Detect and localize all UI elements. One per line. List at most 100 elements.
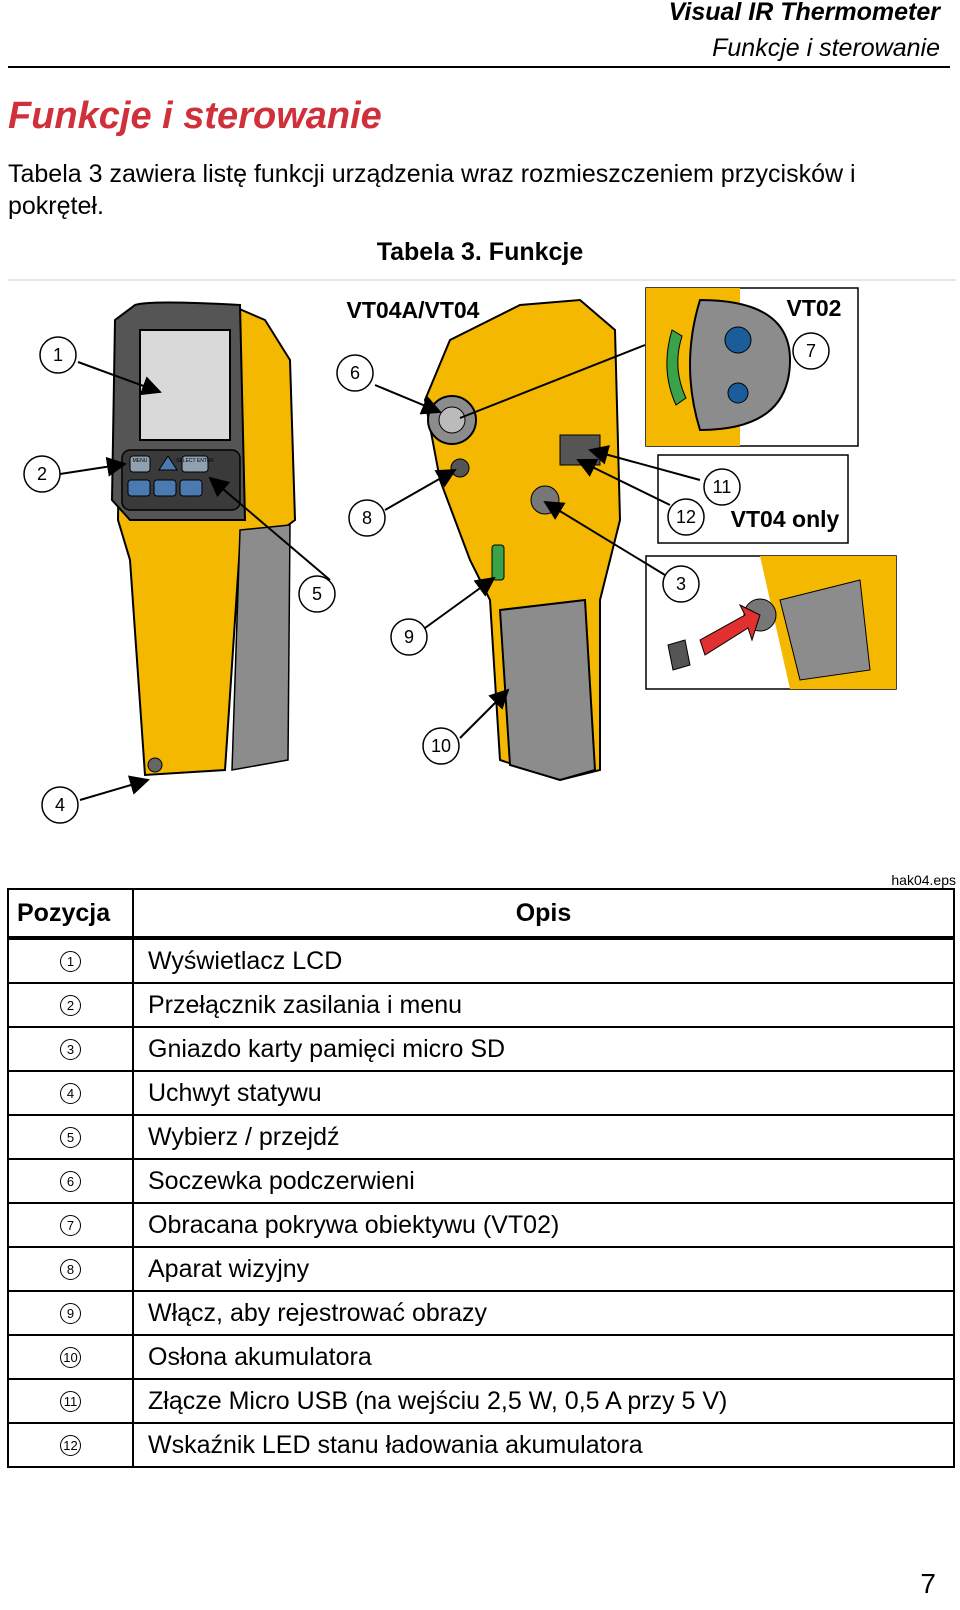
select-button <box>181 455 209 473</box>
column-header-description: Opis <box>132 888 955 940</box>
table-header-row: Pozycja Opis <box>7 888 955 940</box>
description-cell: Aparat wizyjny <box>132 1246 955 1292</box>
table-row: 5 Wybierz / przejdź <box>7 1114 955 1160</box>
table-row: 2 Przełącznik zasilania i menu <box>7 982 955 1028</box>
table-row: 10 Osłona akumulatora <box>7 1334 955 1380</box>
table-row: 6 Soczewka podczerwieni <box>7 1158 955 1204</box>
callout-4-label: 4 <box>55 795 65 815</box>
rotating-lens-cover <box>689 298 792 432</box>
callout-5: 5 <box>298 575 336 613</box>
lens-blue-top <box>724 326 752 354</box>
position-number-badge: 7 <box>60 1215 81 1237</box>
column-header-position: Pozycja <box>7 888 134 940</box>
position-cell: 2 <box>7 982 134 1028</box>
position-number-badge: 10 <box>60 1347 81 1369</box>
sd-slot-cap <box>530 485 560 515</box>
description-cell: Soczewka podczerwieni <box>132 1158 955 1204</box>
insert-arrow <box>699 603 761 656</box>
features-table: Pozycja Opis 1 Wyświetlacz LCD 2 Przełączni… <box>7 888 955 1468</box>
vt04-only-label: VT04 only <box>731 506 840 532</box>
select-button-label: SELECT ENTER <box>176 458 214 464</box>
up-button <box>158 455 178 471</box>
position-number-badge: 1 <box>60 951 81 973</box>
description-cell: Osłona akumulatora <box>132 1334 955 1380</box>
callout-1: 1 <box>39 336 77 374</box>
callout-6-label: 6 <box>350 363 360 383</box>
position-cell: 7 <box>7 1202 134 1248</box>
figure-filename: hak04.eps <box>891 872 956 888</box>
position-cell: 1 <box>7 937 134 984</box>
callout-5-label: 5 <box>312 584 322 604</box>
header-divider <box>8 66 950 68</box>
intro-paragraph: Tabela 3 zawiera listę funkcji urządzeni… <box>8 160 856 220</box>
position-number-badge: 5 <box>60 1127 81 1149</box>
menu-button <box>129 455 151 473</box>
callout-12-label: 12 <box>676 507 696 527</box>
callout-9-label: 9 <box>404 627 414 647</box>
position-cell: 12 <box>7 1422 134 1468</box>
header-title: Visual IR Thermometer <box>668 0 940 26</box>
table-row: 4 Uchwyt statywu <box>7 1070 955 1116</box>
description-cell: Złącze Micro USB (na wejściu 2,5 W, 0,5 … <box>132 1378 955 1424</box>
description-cell: Wskaźnik LED stanu ładowania akumulatora <box>132 1422 955 1468</box>
device-front-view: MENU SELECT ENTER <box>110 301 297 777</box>
description-cell: Przełącznik zasilania i menu <box>132 982 955 1028</box>
position-number-badge: 2 <box>60 995 81 1017</box>
description-cell: Włącz, aby rejestrować obrazy <box>132 1290 955 1336</box>
callout-3: 3 <box>662 565 700 603</box>
table-caption: Tabela 3. Funkcje <box>376 238 584 266</box>
callout-9: 9 <box>390 618 428 656</box>
callout-3-label: 3 <box>676 574 686 594</box>
callout-2-label: 2 <box>37 464 47 484</box>
position-number-badge: 3 <box>60 1039 81 1061</box>
callout-6: 6 <box>336 354 374 392</box>
lcd-screen <box>139 329 231 441</box>
position-cell: 10 <box>7 1334 134 1380</box>
table-row: 12 Wskaźnik LED stanu ładowania akumulato… <box>7 1422 955 1468</box>
position-cell: 8 <box>7 1246 134 1292</box>
table-body: 1 Wyświetlacz LCD 2 Przełącznik zasilania i… <box>7 937 955 1468</box>
battery-cover <box>498 598 597 782</box>
position-number-badge: 4 <box>60 1083 81 1105</box>
tripod-mount <box>147 757 163 773</box>
callout-leaders <box>59 344 701 801</box>
callout-7: 7 <box>792 332 830 370</box>
position-number-badge: 12 <box>60 1435 81 1457</box>
table-row: 3 Gniazdo karty pamięci micro SD <box>7 1026 955 1072</box>
down-button <box>153 479 177 497</box>
callout-numbers: 1 2 3 4 5 6 7 8 9 10 11 12 <box>23 332 830 824</box>
callout-8: 8 <box>348 499 386 537</box>
description-cell: Uchwyt statywu <box>132 1070 955 1116</box>
position-cell: 5 <box>7 1114 134 1160</box>
position-number-badge: 9 <box>60 1303 81 1325</box>
header-subtitle: Funkcje i sterowanie <box>712 34 940 62</box>
position-cell: 9 <box>7 1290 134 1336</box>
table-row: 7 Obracana pokrywa obiektywu (VT02) <box>7 1202 955 1248</box>
lens-blue-bottom <box>727 382 749 404</box>
rotation-arrow <box>666 329 687 406</box>
position-number-badge: 6 <box>60 1171 81 1193</box>
callout-7-label: 7 <box>806 341 816 361</box>
table-row: 1 Wyświetlacz LCD <box>7 937 955 984</box>
callout-12: 12 <box>667 498 705 536</box>
trigger-button <box>491 544 505 581</box>
menu-button-label: MENU <box>133 458 148 464</box>
section-title: Funkcje i sterowanie <box>8 95 382 137</box>
left-button <box>127 479 151 497</box>
callout-4: 4 <box>41 786 79 824</box>
description-cell: Gniazdo karty pamięci micro SD <box>132 1026 955 1072</box>
callout-10: 10 <box>422 727 460 765</box>
description-cell: Obracana pokrywa obiektywu (VT02) <box>132 1202 955 1248</box>
visual-camera <box>450 458 470 478</box>
device-side-view <box>423 298 622 782</box>
vt02-label: VT02 <box>787 295 842 321</box>
callout-1-label: 1 <box>53 345 63 365</box>
callout-8-label: 8 <box>362 508 372 528</box>
page-number: 7 <box>920 1568 936 1599</box>
callout-11-label: 11 <box>713 477 732 497</box>
description-cell: Wybierz / przejdź <box>132 1114 955 1160</box>
ir-lens <box>438 406 466 434</box>
description-cell: Wyświetlacz LCD <box>132 937 955 984</box>
